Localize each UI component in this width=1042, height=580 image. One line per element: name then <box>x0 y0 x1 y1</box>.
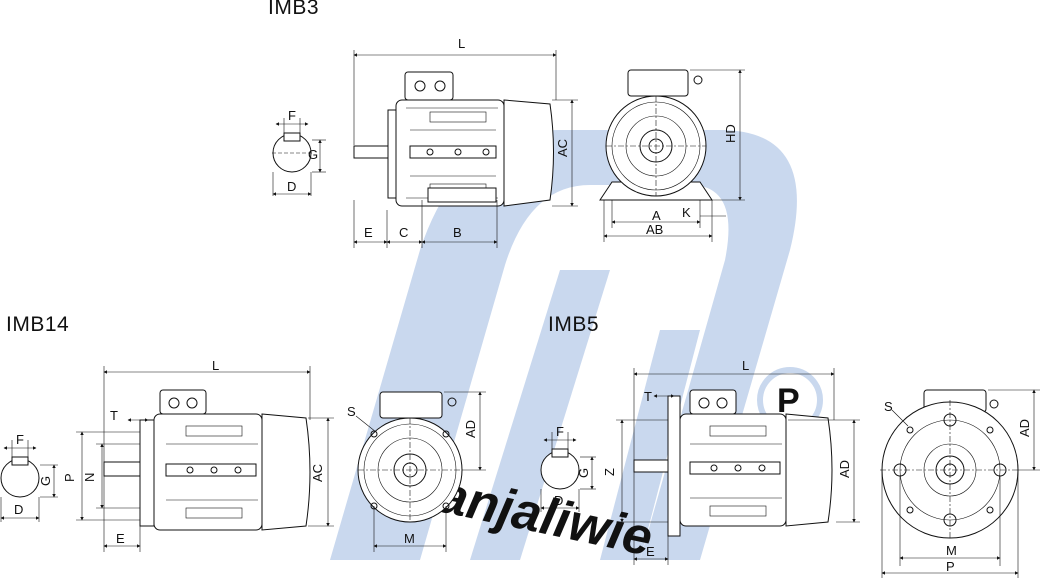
imb5-dim-s: S <box>884 399 893 414</box>
title-imb3: IMB3 <box>268 0 320 19</box>
imb5-dim-e: E <box>646 544 655 559</box>
title-imb14: IMB14 <box>6 313 70 336</box>
imb3-shaft-key-section: F G D <box>272 108 326 196</box>
imb5-key-label-g: G <box>576 468 591 478</box>
imb5-front-view: S AD M P <box>880 389 1040 578</box>
imb5-dim-ad-front: AD <box>1017 419 1032 437</box>
title-imb5: IMB5 <box>548 313 600 336</box>
imb3-dim-k: K <box>682 205 691 220</box>
imb5-shaft-key-section: F G D <box>540 424 596 512</box>
imb3-side-view: L AC E C <box>353 36 578 248</box>
imb3-dim-e: E <box>364 225 373 240</box>
imb3-dim-l: L <box>458 36 465 51</box>
imb14-dim-p: P <box>62 473 77 482</box>
imb14-dim-t: T <box>110 408 118 423</box>
imb3-key-label-d: D <box>287 179 296 194</box>
imb14-key-label-d: D <box>14 502 23 517</box>
imb3-dim-hd: HD <box>723 124 738 143</box>
imb3-key-label-g: G <box>308 147 318 162</box>
imb5-dim-t: T <box>644 389 652 404</box>
imb14-dim-m: M <box>404 531 415 546</box>
imb3-dim-c: C <box>399 225 408 240</box>
imb5-dim-z: Z <box>602 468 617 476</box>
imb5-dim-p: P <box>946 559 955 574</box>
imb3-front-view: HD A K AB <box>599 69 745 242</box>
imb14-dim-l: L <box>212 358 219 373</box>
imb14-dim-ad: AD <box>463 420 478 438</box>
imb3-dim-a: A <box>652 208 661 223</box>
svg-text:P: P <box>777 382 800 420</box>
imb14-dim-e: E <box>116 531 125 546</box>
imb3-dim-ab: AB <box>646 222 663 237</box>
imb5-key-label-f: F <box>556 424 564 439</box>
imb14-side-view: L T P N AC E <box>62 358 334 552</box>
imb5-key-label-d: D <box>554 493 563 508</box>
imb3-key-label-f: F <box>288 108 296 123</box>
imb14-dim-s: S <box>347 404 356 419</box>
imb5-dim-l: L <box>742 358 749 373</box>
imb14-key-label-f: F <box>16 432 24 447</box>
imb5-dim-ad-side: AD <box>837 460 852 478</box>
imb5-dim-m: M <box>946 543 957 558</box>
imb3-dim-b: B <box>453 225 462 240</box>
imb14-dim-n: N <box>82 473 97 482</box>
imb14-dim-ac: AC <box>310 464 325 482</box>
imb14-key-label-g: G <box>38 476 53 486</box>
imb5-side-view: L T Z AD E <box>602 358 860 565</box>
imb14-shaft-key-section: F G D <box>0 432 58 522</box>
imb14-front-view: S AD M <box>347 391 486 552</box>
imb3-dim-ac: AC <box>555 139 570 157</box>
